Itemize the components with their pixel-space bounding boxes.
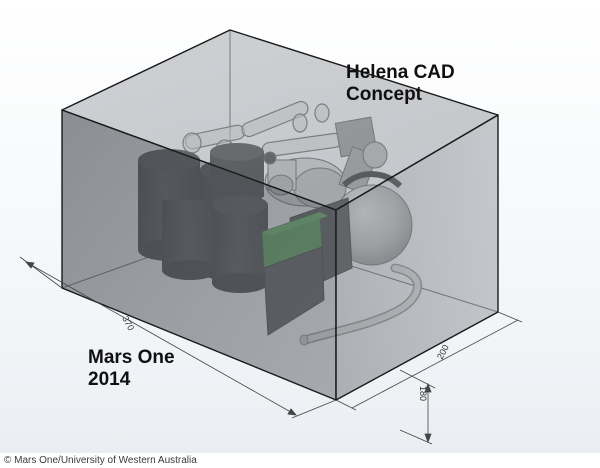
- dimension-height: 180: [418, 386, 428, 401]
- dimension-lines: [19, 256, 523, 445]
- concept-title-line1: Helena CAD: [346, 62, 455, 83]
- image-credit: © Mars One/University of Western Austral…: [4, 455, 197, 466]
- credit-bar: [0, 453, 600, 468]
- mission-label: Mars One 2014: [88, 347, 218, 391]
- transparent-box: [61, 29, 499, 401]
- mission-label-line2: 2014: [88, 369, 131, 390]
- concept-title: Helena CAD Concept: [346, 62, 506, 106]
- concept-title-line2: Concept: [346, 84, 422, 105]
- mission-label-line1: Mars One: [88, 347, 175, 368]
